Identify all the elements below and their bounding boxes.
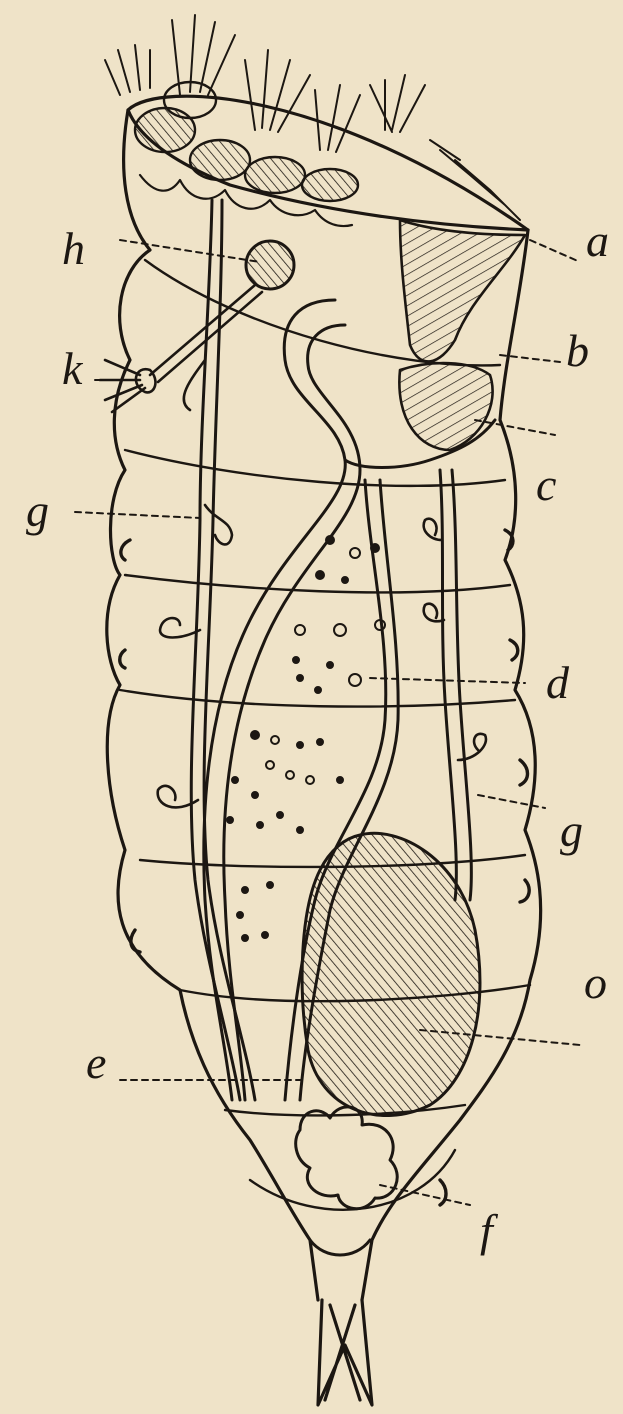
contractile-vesicle (296, 1107, 398, 1209)
eye-spot (246, 241, 294, 289)
toes (318, 1300, 372, 1405)
label-g-right: g (560, 808, 583, 854)
mastax (400, 220, 525, 361)
label-a: a (586, 218, 609, 264)
label-c: c (536, 462, 556, 508)
label-o: o (584, 960, 607, 1006)
cilia-lobe-1 (135, 108, 195, 152)
cilia-lobe-4 (302, 169, 358, 201)
label-k: k (62, 346, 82, 392)
cilia-lobe-3 (245, 157, 305, 193)
label-h: h (62, 226, 85, 272)
label-g-left: g (26, 488, 49, 534)
ovary (302, 833, 480, 1115)
cilia-lobe-2 (190, 140, 250, 180)
label-b: b (566, 328, 589, 374)
label-f: f (480, 1208, 493, 1254)
label-e: e (86, 1040, 106, 1086)
label-d: d (546, 660, 569, 706)
foot (310, 1240, 370, 1255)
